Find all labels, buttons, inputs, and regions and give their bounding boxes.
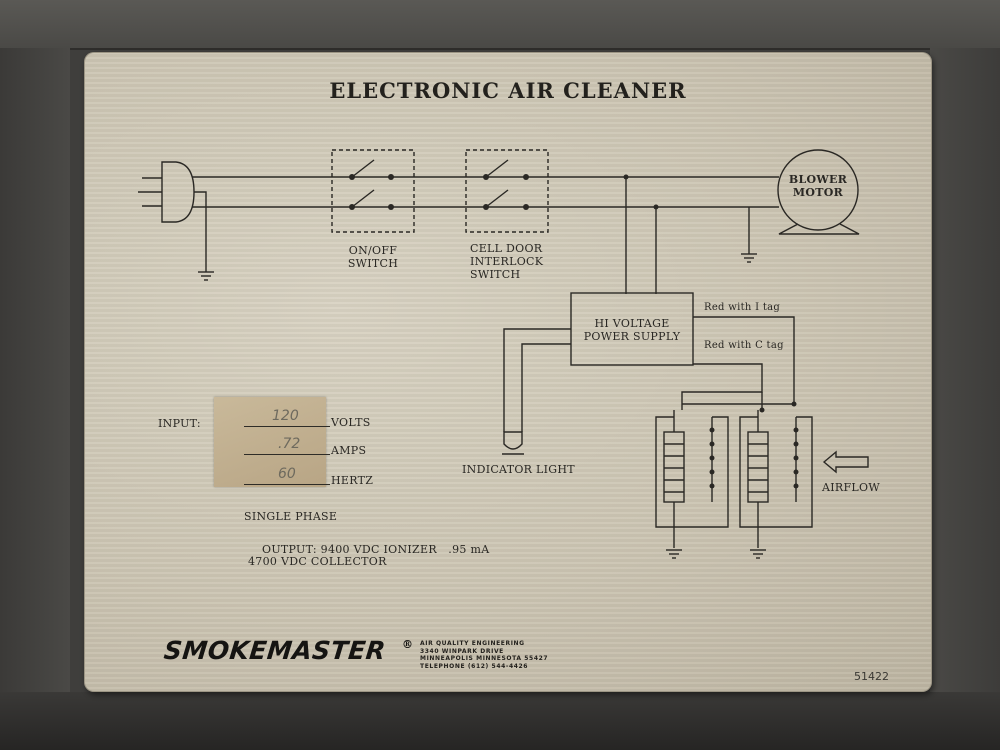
red-i-wire — [693, 316, 795, 404]
address-line: MINNEAPOLIS MINNESOTA 55427 — [420, 655, 549, 662]
input-label: INPUT: — [158, 417, 201, 430]
ground-symbol-icon — [198, 271, 214, 281]
hertz-value: 60 — [278, 466, 296, 482]
label-line: CELL DOOR — [470, 242, 543, 255]
company-address: AIR QUALITY ENGINEERING 3340 WINPARK DRI… — [420, 640, 580, 670]
cabinet-left-side — [0, 48, 70, 698]
plug-ground-wire — [194, 191, 207, 272]
address-line: TELEPHONE (612) 544-4426 — [420, 662, 529, 670]
interlock-switch-label: CELL DOOR INTERLOCK SWITCH — [470, 242, 543, 281]
volts-label: VOLTS — [331, 416, 371, 429]
label-line: HI VOLTAGE — [594, 317, 670, 330]
cell-ground-icon — [666, 549, 682, 559]
airflow-arrow-icon — [822, 450, 869, 474]
volts-value: 120 — [272, 408, 299, 424]
blower-motor-symbol — [777, 149, 860, 235]
label-line: ON/OFF — [348, 244, 398, 257]
red-c-tag-label: Red with C tag — [704, 340, 784, 351]
amps-value: .72 — [278, 436, 301, 452]
indicator-wire-inner — [521, 343, 571, 432]
indicator-wire-outer — [503, 328, 571, 432]
collector-cell-2 — [739, 410, 813, 548]
hertz-underline — [244, 484, 330, 485]
single-phase-label: SINGLE PHASE — [244, 510, 338, 523]
address-line: AIR QUALITY ENGINEERING — [420, 640, 525, 647]
cabinet-right-side — [930, 48, 1000, 698]
cabinet-top-edge — [0, 0, 1000, 50]
indicator-light-icon — [502, 431, 524, 455]
label-line: INTERLOCK — [470, 255, 544, 268]
on-off-switch-symbol — [331, 149, 415, 233]
cell-ground-icon — [750, 549, 766, 559]
label-line: MOTOR — [792, 186, 844, 199]
label-line: SWITCH — [347, 257, 399, 270]
power-plug-icon — [138, 161, 195, 223]
output-line-2: 4700 VDC COLLECTOR — [248, 555, 387, 568]
serial-number: 51422 — [854, 670, 889, 683]
rating-tag — [214, 397, 326, 487]
power-supply-label: HI VOLTAGE POWER SUPPLY — [574, 317, 690, 343]
cabinet-bottom-edge — [0, 692, 1000, 750]
registered-mark: ® — [402, 638, 413, 651]
label-line: POWER SUPPLY — [583, 330, 681, 343]
red-c-wire — [681, 363, 763, 410]
address-line: 3340 WINPARK DRIVE — [420, 647, 504, 655]
indicator-light-label: INDICATOR LIGHT — [462, 463, 575, 476]
red-i-tag-label: Red with I tag — [704, 302, 781, 313]
airflow-label: AIRFLOW — [822, 481, 880, 494]
diagram-title: ELECTRONIC AIR CLEANER — [329, 78, 687, 103]
amps-underline — [244, 454, 330, 455]
blower-motor-label: BLOWER MOTOR — [786, 173, 850, 199]
motor-ground-icon — [741, 253, 757, 263]
schematic-lines — [138, 149, 869, 559]
wiring-diagram-plate: ELECTRONIC AIR CLEANER — [84, 52, 932, 692]
volts-underline — [244, 426, 330, 427]
interlock-switch-symbol — [465, 149, 549, 233]
smokemaster-logo: SMOKEMASTER — [162, 636, 388, 665]
hertz-label: HERTZ — [331, 474, 374, 487]
amps-label: AMPS — [331, 444, 367, 457]
label-line: BLOWER — [788, 173, 848, 186]
label-line: SWITCH — [470, 268, 521, 281]
output-line-1: OUTPUT: 9400 VDC IONIZER .95 mA — [262, 543, 490, 556]
collector-cell-1 — [655, 410, 729, 548]
on-off-switch-label: ON/OFF SWITCH — [328, 244, 418, 270]
